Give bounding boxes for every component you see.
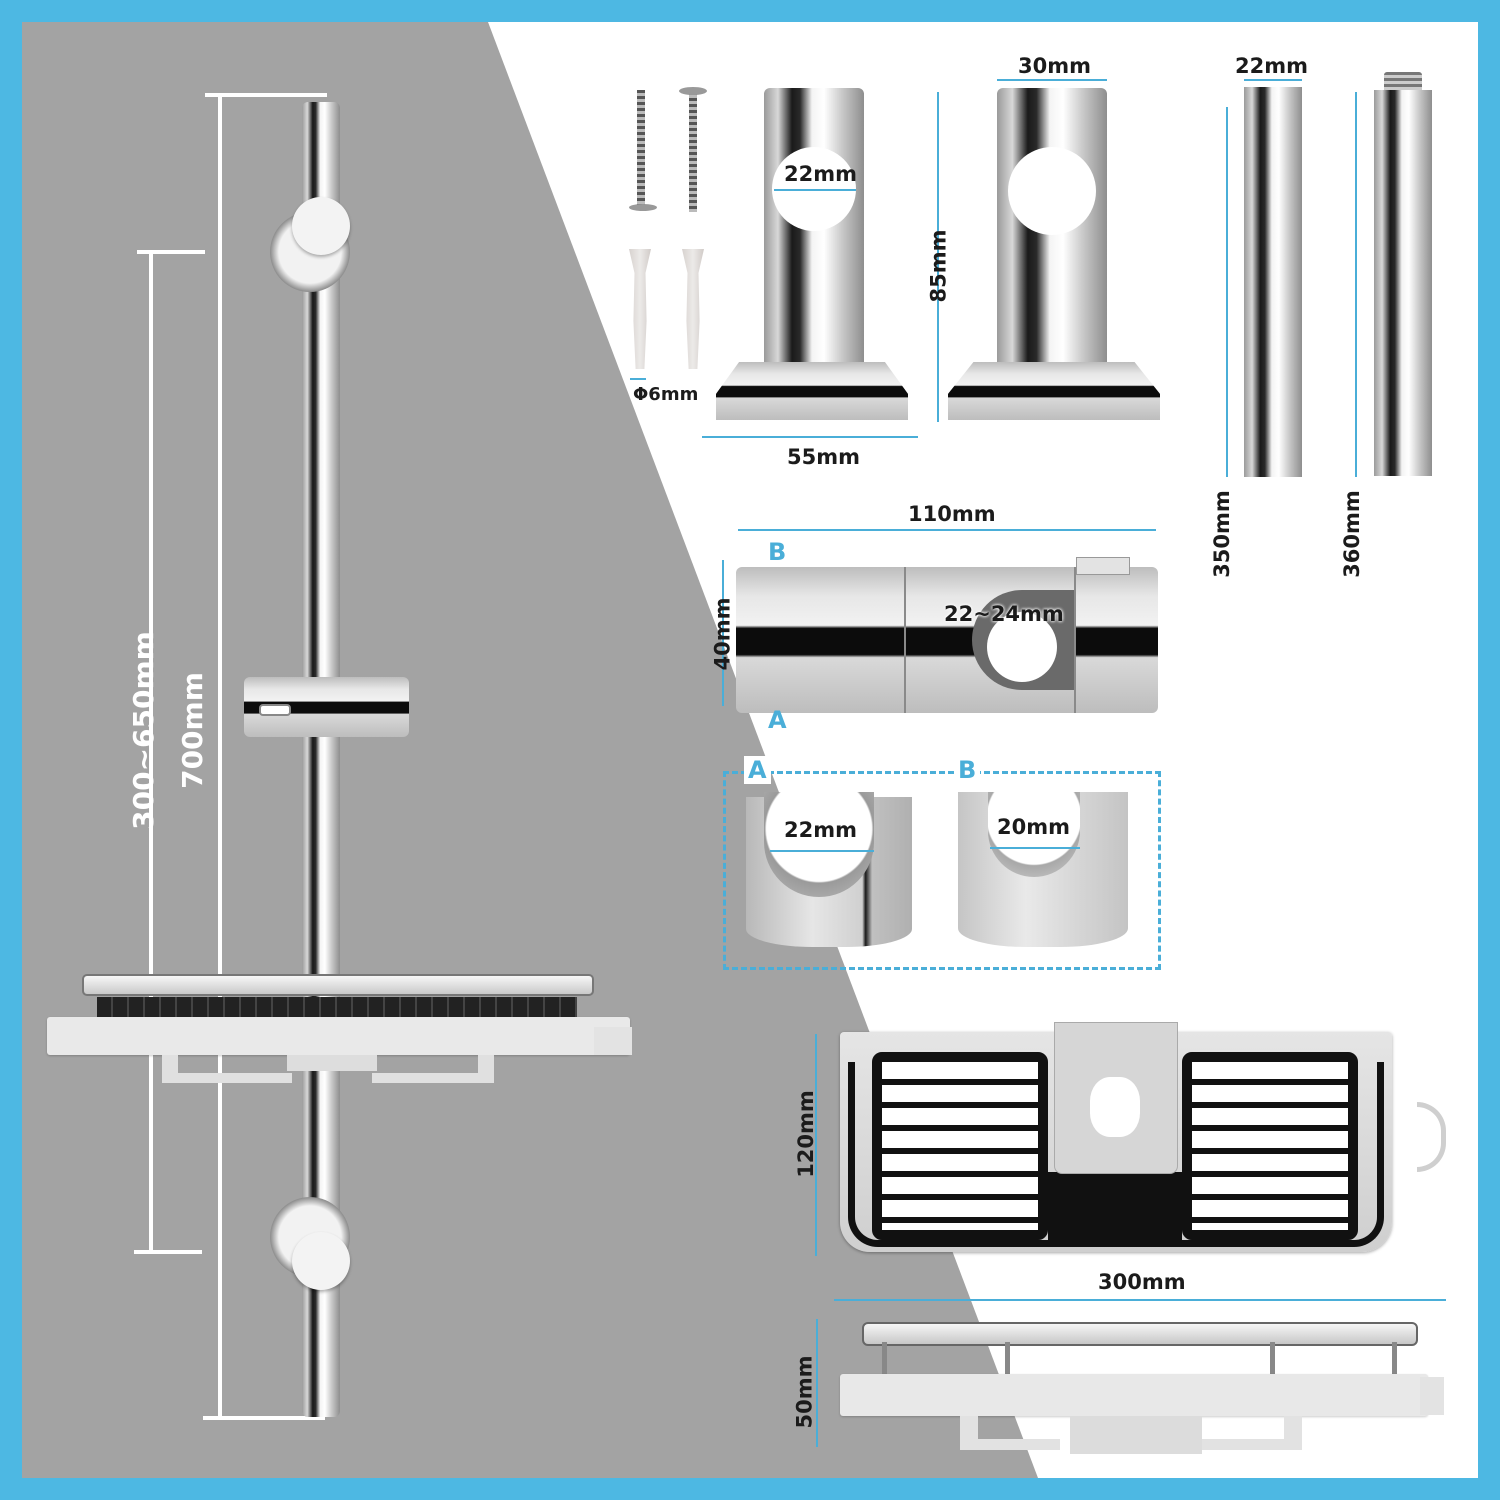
dimension-tick-top-range [137, 250, 205, 254]
pole-1 [1244, 87, 1302, 477]
wall-anchor-2 [682, 249, 704, 369]
dimension-tick-top-700 [205, 93, 327, 97]
bracket-base-width-arrow [702, 436, 918, 438]
slider-body [736, 567, 1158, 713]
insert-a-label: A [744, 756, 771, 784]
shelf-top-rail [848, 1062, 1384, 1247]
shelf-side-rim [862, 1322, 1418, 1346]
shelf-side-tab [1420, 1377, 1444, 1415]
assembled-shelf-tray [47, 1017, 630, 1055]
bottom-bracket-cap [292, 1232, 350, 1290]
assembled-shelf-side-tab [594, 1027, 632, 1055]
screw-1 [637, 90, 645, 210]
screw-2-head [679, 87, 707, 95]
slider-slot [259, 704, 291, 716]
shelf-width-label: 300mm [1098, 1270, 1186, 1294]
shelf-depth-label: 120mm [793, 1090, 818, 1178]
total-length-label: 700mm [175, 672, 209, 789]
assembled-shelf-clamp-right [372, 1055, 494, 1083]
wall-bracket-1-base [716, 362, 908, 420]
anchor-diameter-label: Φ6mm [633, 384, 699, 405]
diagram-canvas: 700mm 300~650mm Φ6mm 22mm 30mm 85mm 55mm [22, 22, 1478, 1478]
insert-b-size-arrow [990, 847, 1080, 849]
pole-diameter-label: 22mm [1235, 54, 1308, 78]
shelf-side-clamp-left [960, 1416, 1060, 1450]
insert-b-size-label: 20mm [997, 815, 1070, 839]
top-bracket-cap [292, 197, 350, 255]
assembled-shelf-rim [82, 974, 594, 996]
screw-1-head [629, 204, 657, 211]
shelf-width-arrow [834, 1299, 1446, 1301]
wall-anchor-1 [629, 249, 651, 369]
shelf-center-black [1048, 1172, 1182, 1240]
shelf-depth-arrow [815, 1034, 817, 1256]
pole-2-length-arrow [1355, 92, 1357, 477]
shelf-grate-right [1182, 1052, 1358, 1240]
dimension-tick-bottom-range [134, 1250, 202, 1254]
slider-divider-1 [904, 567, 906, 713]
assembled-shelf-clamp-left [162, 1055, 292, 1083]
slider-side-a-label: A [768, 706, 787, 734]
pole-2-thread [1384, 72, 1422, 90]
pole-1-length-arrow [1226, 107, 1228, 477]
pole-2 [1374, 90, 1432, 476]
adjustable-range-label: 300~650mm [126, 631, 160, 830]
shelf-grate-left [872, 1052, 1048, 1240]
inserts-dashed-box [723, 771, 1161, 970]
shelf-side-tray [840, 1374, 1428, 1416]
dimension-line-range [149, 254, 153, 1254]
wall-bracket-2-base [948, 362, 1160, 420]
shelf-height-arrow [816, 1319, 818, 1447]
bracket-tube-width-arrow [997, 79, 1107, 81]
bracket-hole-arrow [774, 189, 856, 191]
anchor-dimension-arrow [630, 378, 646, 380]
slider-divider-2 [1074, 567, 1076, 713]
slider-length-label: 110mm [908, 502, 996, 526]
pole-1-length-label: 350mm [1209, 490, 1234, 578]
screw-2 [689, 92, 697, 212]
slider-button [1076, 557, 1130, 575]
slider-length-arrow [738, 529, 1156, 531]
shelf-side-post-2 [1005, 1342, 1010, 1374]
shelf-side-post-4 [1392, 1342, 1397, 1374]
slider-side-b-label: B [768, 538, 787, 566]
pole-2-length-label: 360mm [1339, 490, 1364, 578]
insert-b-label: B [954, 756, 981, 784]
bracket-height-arrow [937, 92, 939, 422]
insert-a-size-arrow [770, 850, 874, 852]
bracket-base-width-label: 55mm [787, 445, 860, 469]
shelf-side-mount [1070, 1416, 1202, 1454]
dimension-line-700 [218, 95, 222, 1419]
wall-bracket-2-hole [1008, 147, 1096, 235]
assembled-shelf-grate [97, 997, 577, 1019]
bracket-hole-label: 22mm [784, 162, 857, 186]
assembled-shelf-mount [287, 1055, 377, 1071]
bracket-tube-width-label: 30mm [1018, 54, 1091, 78]
insert-a-cutout [764, 792, 874, 897]
slider-bore-label: 22~24mm [944, 602, 1064, 626]
shelf-side-post-3 [1270, 1342, 1275, 1374]
shelf-mount-hole [1090, 1077, 1140, 1137]
slider-height-label: 40mm [710, 597, 735, 671]
shelf-side-clamp-right [1202, 1416, 1302, 1450]
bracket-height-label: 85mm [926, 229, 951, 303]
insert-a-size-label: 22mm [784, 818, 857, 842]
shelf-side-post-1 [882, 1342, 887, 1374]
insert-b-cutout [988, 792, 1080, 877]
slider-height-arrow [722, 560, 724, 706]
slider-bore [987, 612, 1057, 682]
shelf-height-label: 50mm [792, 1355, 817, 1429]
shelf-holder-clip [1417, 1102, 1446, 1172]
pole-diameter-arrow [1244, 79, 1302, 81]
dimension-tick-bottom-700 [203, 1416, 325, 1420]
